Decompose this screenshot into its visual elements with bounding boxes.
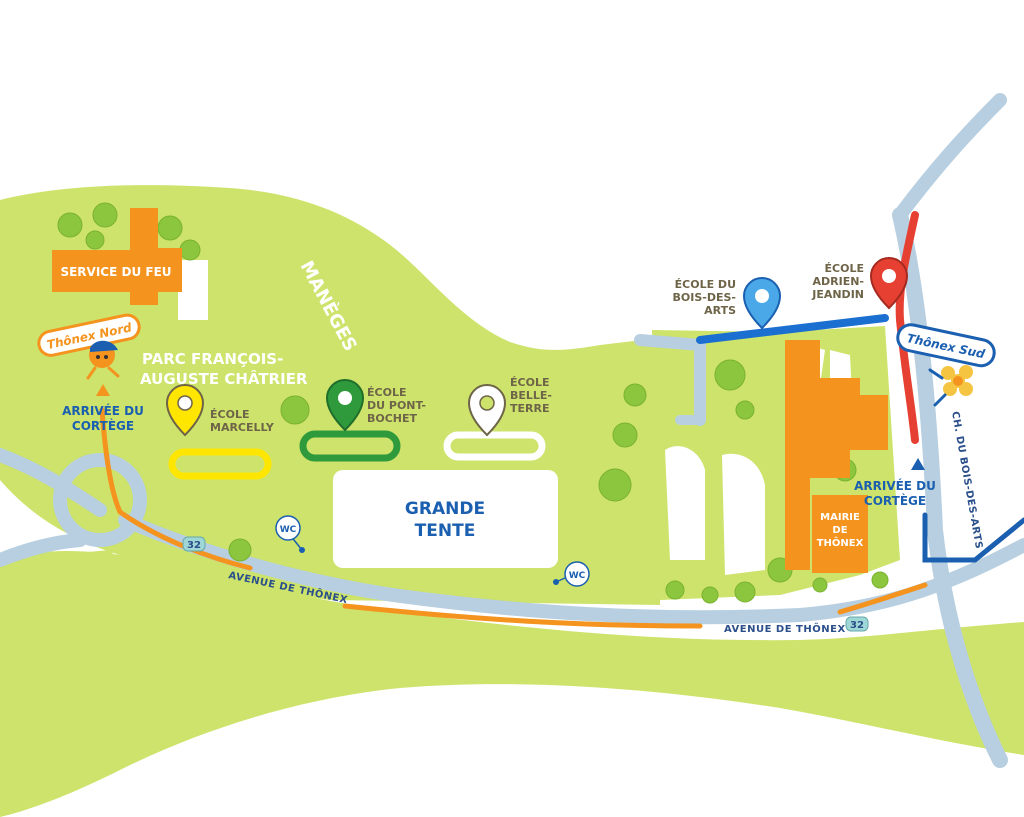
arrivee-sud-label-1: ARRIVÉE DU — [854, 478, 936, 493]
service-du-feu-building — [52, 208, 182, 305]
parc-label-1: PARC FRANÇOIS- — [142, 350, 283, 368]
marcelly-label-1: ÉCOLE — [210, 408, 249, 421]
mairie-label-1: MAIRIE — [820, 512, 860, 523]
route-number-badge: 32 — [845, 616, 869, 632]
arrow-up-icon — [911, 458, 925, 470]
map-pin-icon[interactable] — [325, 379, 365, 432]
chemin-label: CH. DU BOIS-DES-ARTS — [949, 411, 984, 550]
tree-icon — [280, 395, 310, 425]
service-clearing — [178, 260, 208, 320]
lower-grass — [0, 551, 1024, 817]
mairie-building — [785, 340, 888, 570]
adrien-jeandin-label-1: ÉCOLE — [825, 262, 864, 275]
marcelly-band — [168, 448, 272, 480]
tree-icon — [812, 577, 828, 593]
route-red-adrien — [895, 211, 919, 444]
mairie-label-3: THÔNEX — [817, 536, 864, 549]
marcelly-label-2: MARCELLY — [210, 421, 275, 434]
route-number-badge: 32 — [182, 536, 206, 552]
lower-left-grass — [0, 550, 150, 700]
pont-bochet-label-3: BOCHET — [367, 412, 418, 425]
grande-tente-label-2: TENTE — [415, 521, 476, 541]
tree-icon — [623, 383, 647, 407]
route-number-label: 32 — [187, 540, 201, 551]
arrivee-sud-label-2: CORTÈGE — [864, 493, 926, 508]
tree-icon — [85, 230, 105, 250]
tree-icon — [665, 580, 685, 600]
map-pin-icon[interactable] — [869, 257, 909, 310]
pont-bochet-label-1: ÉCOLE — [367, 386, 406, 399]
grande-tente — [333, 470, 558, 568]
map-pin-icon[interactable] — [467, 384, 507, 437]
tree-icon — [228, 538, 252, 562]
clearing-1 — [665, 446, 705, 560]
pont-bochet-band — [299, 430, 401, 462]
route-blue-south — [922, 512, 1024, 563]
grande-tente-label-1: GRANDE — [405, 499, 485, 519]
bois-des-arts-label-1: ÉCOLE DU — [675, 278, 736, 291]
mairie-label-2: DE — [832, 525, 847, 536]
tree-icon — [612, 422, 638, 448]
tree-icon — [179, 239, 201, 261]
route-number-label: 32 — [850, 620, 864, 631]
parc-label-2: AUGUSTE CHÂTRIER — [140, 369, 308, 388]
belle-terre-label-3: TERRE — [510, 402, 549, 415]
mascot-icon — [928, 365, 973, 407]
arrivee-nord-label-2: CORTÈGE — [72, 418, 134, 433]
wc-icon[interactable]: WC — [553, 561, 590, 587]
wc-icon[interactable]: WC — [275, 515, 305, 553]
mascot-icon — [86, 340, 120, 380]
tree-icon — [92, 202, 118, 228]
belle-terre-band — [443, 431, 546, 461]
wc-label: WC — [569, 571, 586, 581]
map-pin-icon[interactable] — [165, 384, 205, 437]
tree-icon — [701, 586, 719, 604]
clearing-2 — [722, 453, 765, 575]
wc-label: WC — [280, 525, 297, 535]
thonex-sud-sign: Thônex Sud — [896, 323, 996, 368]
belle-terre-label-1: ÉCOLE — [510, 376, 549, 389]
map-pin-icon[interactable] — [742, 277, 782, 330]
tree-icon — [871, 571, 889, 589]
arrow-up-icon — [96, 384, 110, 396]
tree-icon — [734, 581, 756, 603]
belle-terre-label-2: BELLE- — [510, 389, 552, 402]
parade-route — [99, 407, 928, 629]
roads — [0, 93, 1024, 768]
tree-icon — [57, 212, 83, 238]
bois-des-arts-label-2: BOIS-DES- — [673, 291, 736, 304]
avenue-label-2: AVENUE DE THÔNEX — [724, 622, 846, 635]
mairie-annex — [812, 495, 868, 573]
tree-icon — [598, 468, 632, 502]
service-du-feu-label: SERVICE DU FEU — [60, 265, 171, 279]
tree-icon — [735, 400, 755, 420]
bois-des-arts-label-3: ARTS — [704, 304, 736, 317]
adrien-jeandin-label-3: JEANDIN — [811, 288, 864, 301]
route-blue-bois-des-arts — [696, 314, 889, 344]
adrien-jeandin-label-2: ADRIEN- — [813, 275, 865, 288]
arrivee-nord-label-1: ARRIVÉE DU — [62, 403, 144, 418]
pont-bochet-label-2: DU PONT- — [367, 399, 426, 412]
tree-icon — [714, 359, 746, 391]
tree-icon — [157, 215, 183, 241]
